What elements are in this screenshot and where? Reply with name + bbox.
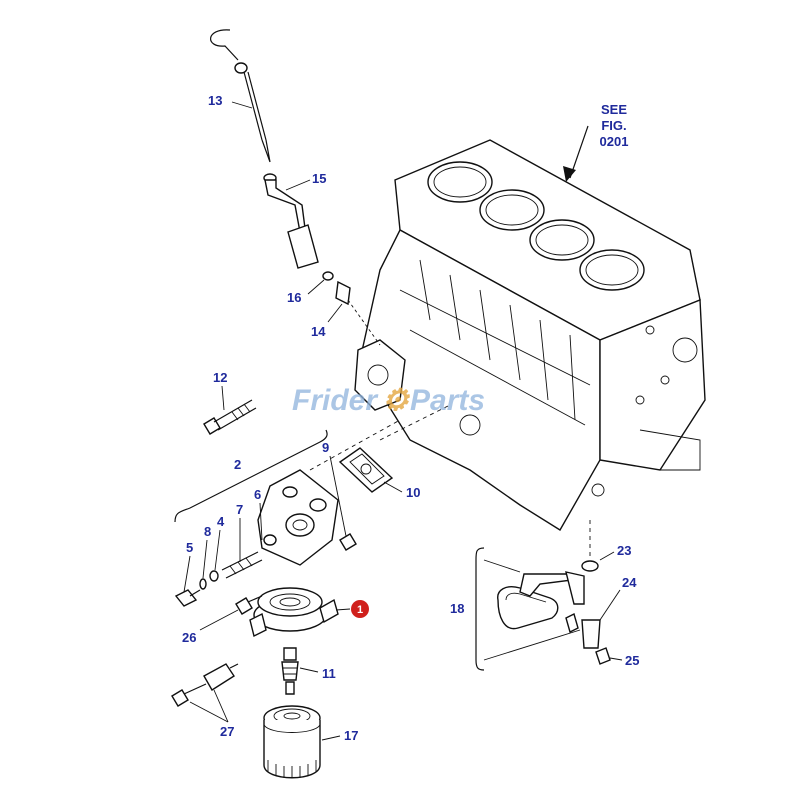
callout-17: 17 bbox=[344, 728, 358, 743]
nipple-26 bbox=[235, 597, 253, 615]
bolt-9 bbox=[339, 533, 357, 551]
o-ring-16 bbox=[322, 271, 334, 281]
bracket-18 bbox=[475, 547, 485, 671]
see-fig-reference: SEE FIG. 0201 bbox=[563, 102, 628, 182]
valve-4 bbox=[209, 570, 219, 582]
callout-24: 24 bbox=[622, 575, 637, 590]
bolt-12 bbox=[203, 399, 257, 435]
callout-1: 1 bbox=[357, 604, 363, 616]
engine-block bbox=[354, 139, 706, 531]
reference-line-2: FIG. bbox=[601, 118, 626, 133]
gasket-10 bbox=[338, 447, 394, 493]
watermark-part-a: Frider bbox=[292, 384, 379, 417]
reference-line-3: 0201 bbox=[600, 134, 629, 149]
oil-cooler-1 bbox=[249, 587, 339, 638]
callout-16: 16 bbox=[287, 290, 301, 305]
callout-18: 18 bbox=[450, 601, 464, 616]
highlight-marker-1 bbox=[351, 600, 369, 618]
filter-head bbox=[257, 469, 339, 566]
callout-6: 6 bbox=[254, 487, 261, 502]
callout-27: 27 bbox=[220, 724, 234, 739]
bracket-2 bbox=[174, 429, 328, 523]
callout-11: 11 bbox=[322, 666, 336, 681]
callout-9: 9 bbox=[322, 440, 329, 455]
connector-11 bbox=[281, 647, 299, 695]
callout-26: 26 bbox=[182, 630, 196, 645]
washer-8 bbox=[199, 578, 207, 590]
oil-filter-17 bbox=[263, 705, 321, 779]
o-ring-23 bbox=[581, 560, 599, 572]
plug-5 bbox=[174, 589, 198, 607]
reference-line-1: SEE bbox=[601, 102, 627, 117]
watermark-gear-letter: ⚙ bbox=[382, 384, 410, 417]
callout-8: 8 bbox=[204, 524, 211, 539]
callout-23: 23 bbox=[617, 543, 631, 558]
watermark: Frider ⚙ Parts bbox=[292, 384, 485, 417]
bolts-27 bbox=[171, 663, 239, 707]
tube-24 bbox=[581, 619, 601, 649]
dipstick bbox=[210, 29, 271, 163]
dipstick-guide bbox=[263, 173, 319, 269]
callout-14: 14 bbox=[311, 324, 326, 339]
callout-10: 10 bbox=[406, 485, 420, 500]
bolt-25 bbox=[595, 647, 611, 665]
watermark-part-b: Parts bbox=[410, 384, 485, 417]
callout-15: 15 bbox=[312, 171, 326, 186]
callout-4: 4 bbox=[217, 514, 225, 529]
spring-7 bbox=[221, 551, 263, 579]
callout-25: 25 bbox=[625, 653, 639, 668]
callout-12: 12 bbox=[213, 370, 227, 385]
callout-2: 2 bbox=[234, 457, 241, 472]
callout-7: 7 bbox=[236, 502, 243, 517]
connector-14 bbox=[335, 280, 351, 306]
callout-5: 5 bbox=[186, 540, 193, 555]
callout-13: 13 bbox=[208, 93, 222, 108]
oil-strainer-18 bbox=[497, 571, 585, 634]
